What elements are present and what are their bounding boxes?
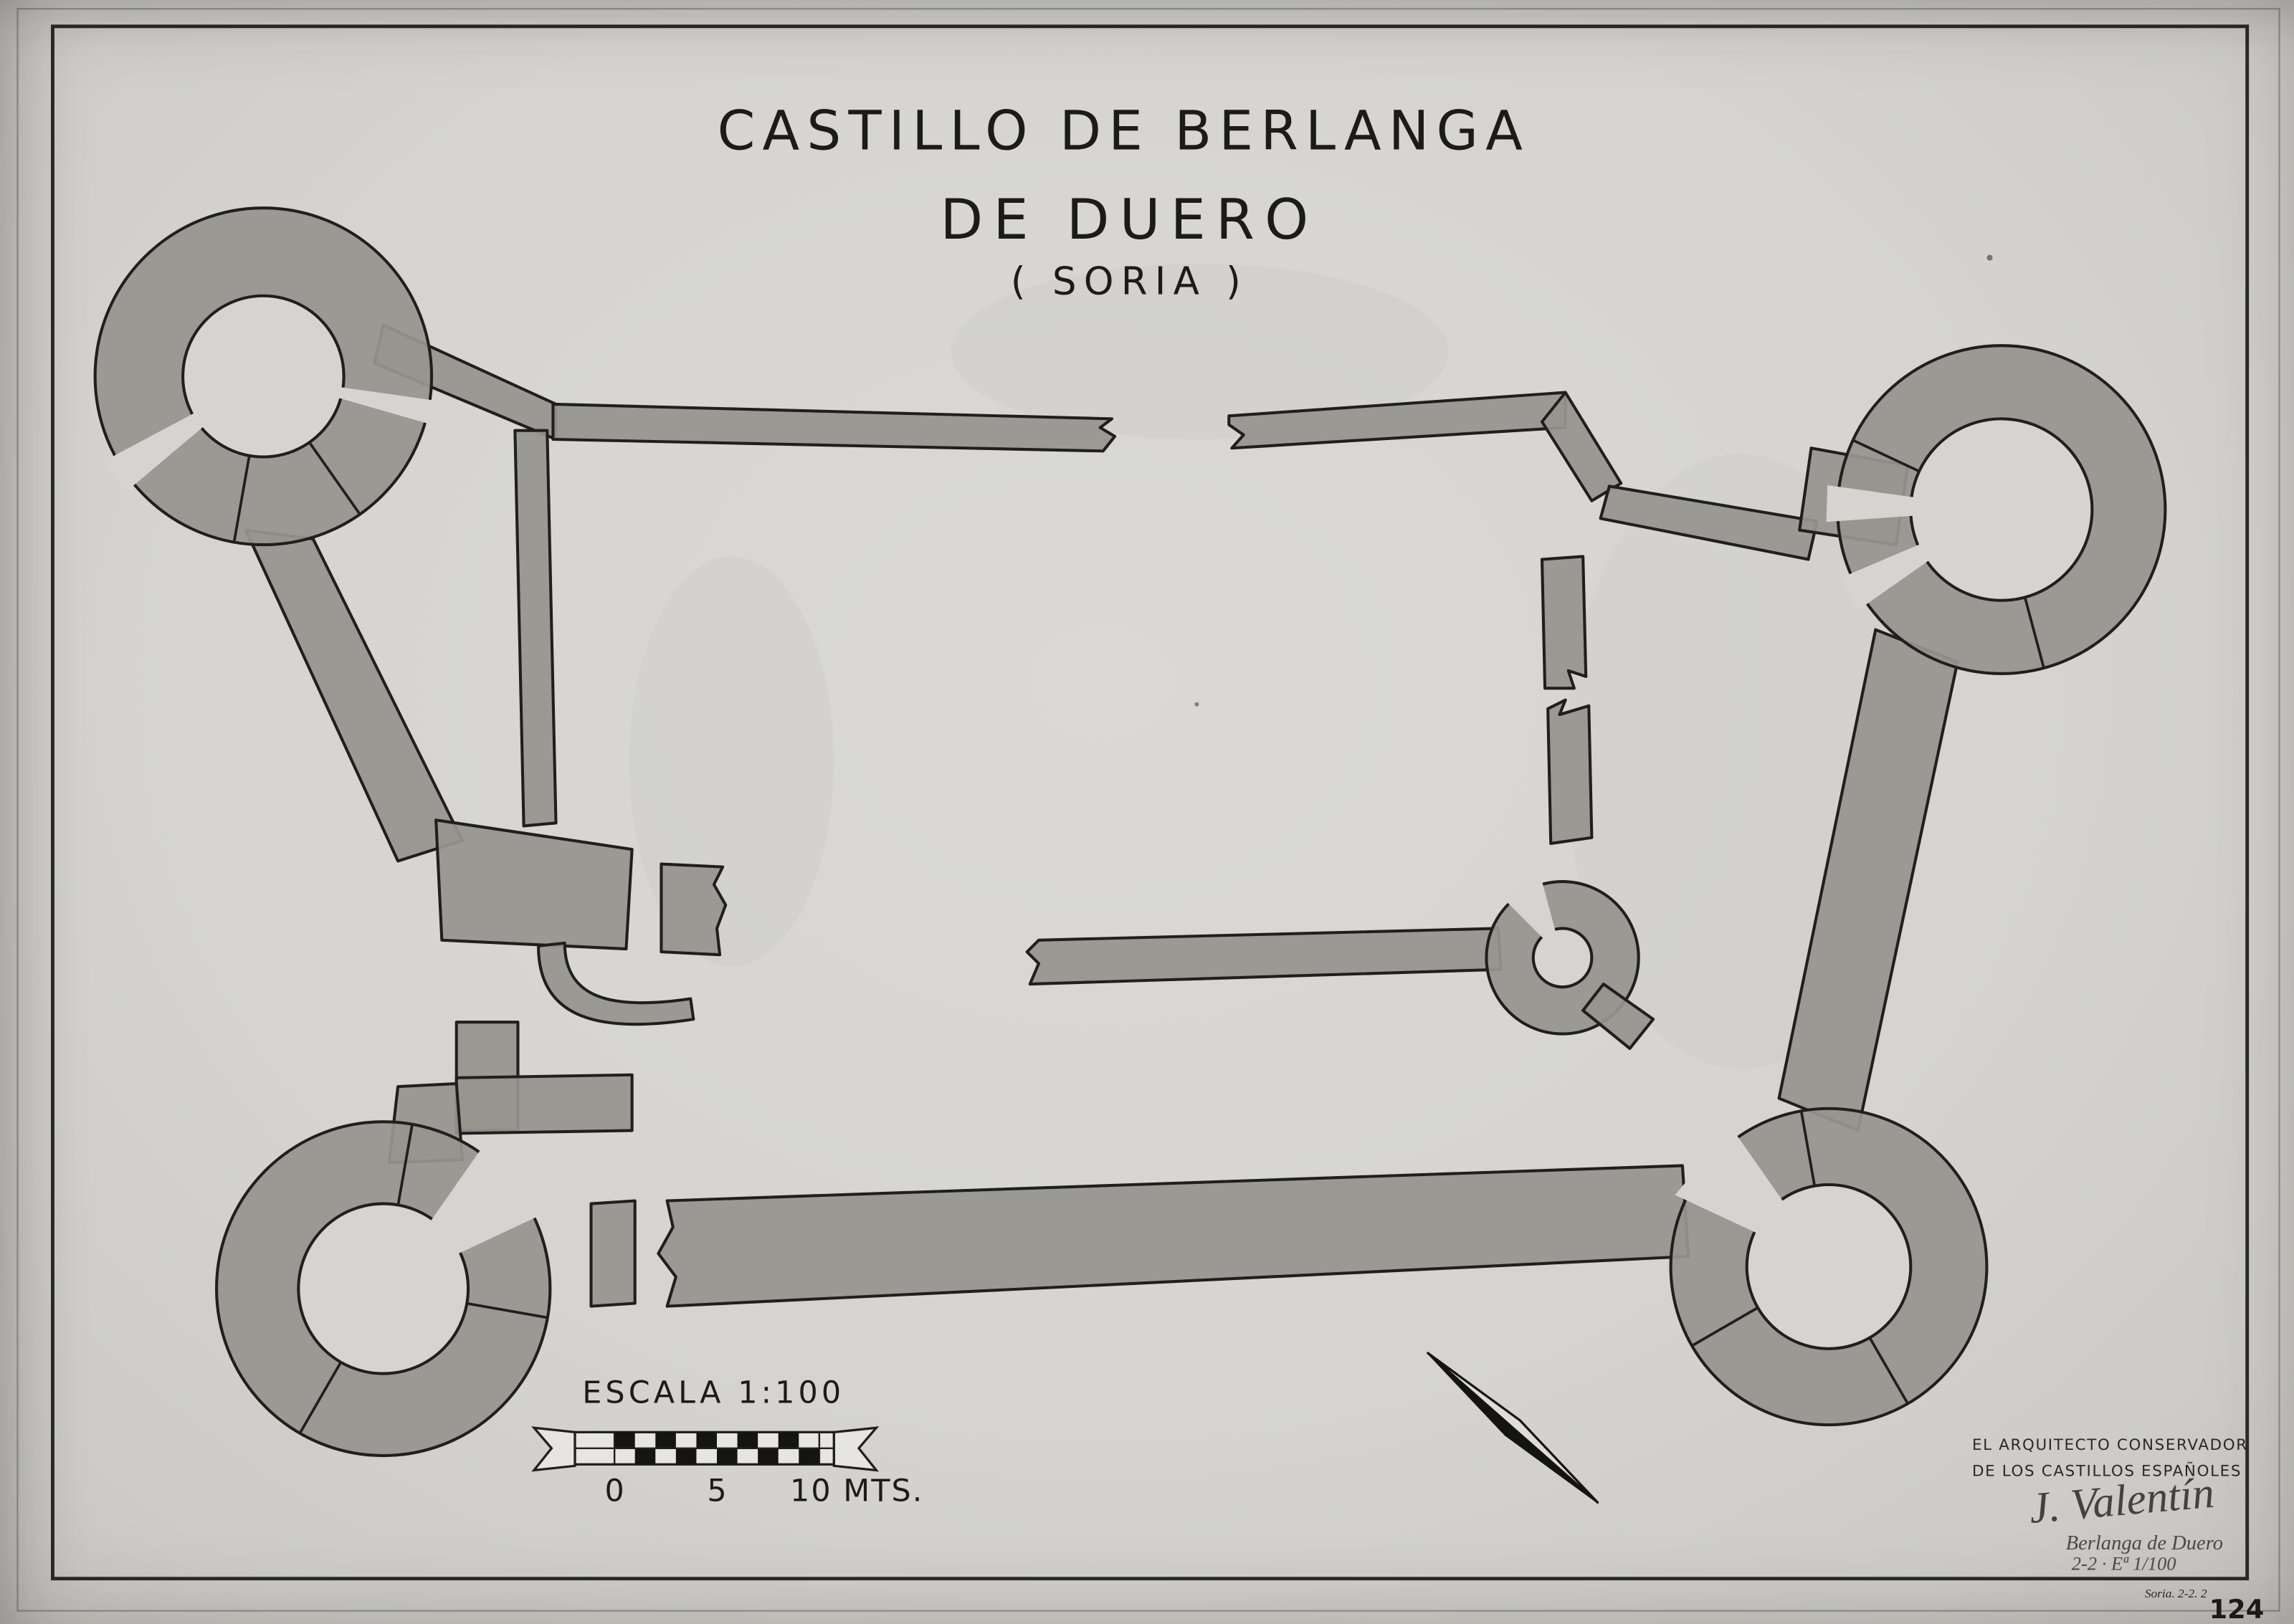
tower-nw-gap bbox=[104, 376, 264, 492]
sheet-title-line1: CASTILLO DE BERLANGA bbox=[718, 99, 1531, 162]
plate-note: Soria. 2-2. 2 bbox=[2145, 1587, 2207, 1600]
tower-nw-gap2 bbox=[263, 376, 442, 426]
signature-note-line1: Berlanga de Duero bbox=[2066, 1532, 2223, 1554]
paper-smudges bbox=[1194, 254, 1993, 707]
wall-northeast-band bbox=[1599, 484, 1819, 561]
scale-bar-checkers bbox=[614, 1432, 819, 1465]
ink-speck bbox=[1194, 702, 1199, 707]
tower-se-opening bbox=[1675, 1127, 1829, 1267]
wall-inner-vertical-b bbox=[1546, 698, 1594, 845]
wall-inner-vertical-a bbox=[1540, 555, 1588, 690]
wall-top-west-band bbox=[551, 402, 1117, 453]
wall-curved-hook bbox=[536, 941, 695, 1026]
scale-label: ESCALA 1:100 bbox=[582, 1375, 844, 1410]
tower-nw-radial bbox=[232, 455, 251, 543]
ink-speck bbox=[1986, 254, 1993, 261]
wall-detached-block bbox=[660, 862, 728, 957]
tower-southeast bbox=[1669, 1107, 1989, 1427]
architect-role-line2: DE LOS CASTILLOS ESPAÑOLES bbox=[1972, 1461, 2242, 1481]
tower-se-radial bbox=[1691, 1307, 1758, 1347]
wall-south-stub bbox=[589, 1199, 637, 1308]
sheet-title-line3: ( SORIA ) bbox=[1011, 259, 1248, 304]
scale-bar: ESCALA 1:100 0 5 10 MTS. bbox=[530, 1375, 923, 1509]
wall-lblock-horizontal bbox=[454, 1073, 634, 1135]
tower-northeast bbox=[1826, 344, 2167, 675]
tower-ne-radial bbox=[1852, 439, 1920, 473]
scale-tick-10: 10 MTS. bbox=[790, 1473, 923, 1509]
paper-edge-line bbox=[16, 8, 2280, 1612]
signature-block: EL ARQUITECTO CONSERVADOR DE LOS CASTILL… bbox=[1972, 1436, 2248, 1575]
scale-tick-5: 5 bbox=[707, 1473, 726, 1509]
tower-southwest bbox=[215, 1120, 552, 1458]
wall-west-mid-block bbox=[434, 818, 634, 951]
scale-ribbon-right bbox=[832, 1426, 880, 1472]
signature-note-line2: 2-2 · Eª 1/100 bbox=[2072, 1552, 2176, 1574]
sheet-title-line2: DE DUERO bbox=[941, 188, 1319, 252]
architect-role-line1: EL ARQUITECTO CONSERVADOR bbox=[1972, 1436, 2248, 1454]
border-frame bbox=[51, 24, 2250, 1581]
tower-sw-radial bbox=[298, 1361, 343, 1434]
tower-northwest bbox=[93, 206, 442, 547]
turret-spur bbox=[1581, 983, 1655, 1051]
wall-south-curtain bbox=[657, 1164, 1690, 1308]
wall-top-east-connector bbox=[1540, 391, 1623, 502]
gate-turret bbox=[1485, 875, 1655, 1051]
tower-sw-opening bbox=[383, 1142, 546, 1289]
title-block: CASTILLO DE BERLANGA DE DUERO ( SORIA ) bbox=[718, 99, 1531, 304]
tower-se-radial bbox=[1868, 1337, 1909, 1405]
turret-gap bbox=[1502, 875, 1563, 958]
wall-west-curtain bbox=[244, 528, 464, 863]
plate-info: Soria. 2-2. 2 124 bbox=[2145, 1587, 2264, 1624]
inner-walls bbox=[1025, 555, 1594, 986]
curtain-walls bbox=[244, 323, 1959, 1308]
page-number: 124 bbox=[2209, 1594, 2265, 1624]
tower-sw-radial bbox=[396, 1124, 414, 1205]
tower-ne-radial bbox=[2023, 596, 2045, 669]
scale-tick-0: 0 bbox=[605, 1473, 624, 1509]
tower-sw-radial bbox=[466, 1301, 548, 1319]
scale-ribbon-left bbox=[530, 1426, 576, 1472]
tower-nw-radial bbox=[308, 441, 361, 515]
sheet-border bbox=[16, 8, 2280, 1612]
tower-se-radial bbox=[1799, 1110, 1817, 1186]
compass-needle-dark-half bbox=[1427, 1352, 1599, 1504]
castle-plan bbox=[93, 206, 2167, 1458]
tower-ne-gap bbox=[1826, 484, 2002, 522]
tower-ne-gap2 bbox=[1840, 510, 2002, 611]
wall-inner-gate bbox=[1025, 927, 1503, 986]
wall-west-inner-thin bbox=[513, 429, 558, 828]
north-arrow bbox=[1427, 1352, 1599, 1504]
